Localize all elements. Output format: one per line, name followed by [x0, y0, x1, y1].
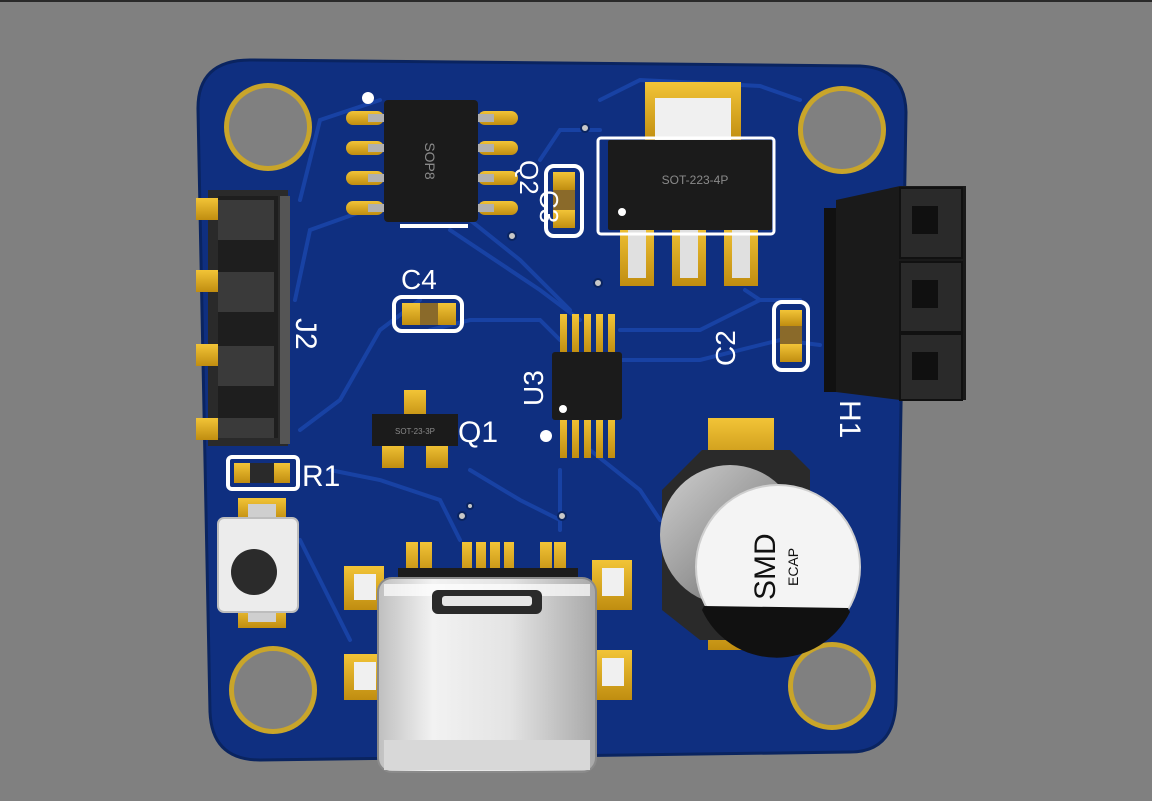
capacitor-c3: C3 Q2 — [514, 160, 584, 238]
r1-label: R1 — [302, 460, 340, 493]
ecap-main-label: SMD — [749, 533, 782, 600]
sot223-label: SOT-223-4P — [662, 173, 729, 187]
q1-label: Q1 — [458, 416, 498, 449]
transistor-q1: SOT-23-3P Q1 — [372, 390, 498, 468]
capacitor-c4: C4 — [392, 264, 464, 333]
mounting-holes — [224, 83, 886, 734]
header-h1: H1 — [824, 186, 966, 438]
sot23-label: SOT-23-3P — [395, 427, 435, 436]
c2-label: C2 — [710, 330, 741, 366]
electrolytic-capacitor: SMD ECAP — [660, 418, 861, 658]
u3-label: U3 — [518, 370, 549, 406]
capacitor-c2: C2 — [710, 300, 810, 372]
q2-label: Q2 — [514, 160, 544, 195]
viewport-top-border — [0, 0, 1152, 2]
sop8-label: SOP8 — [422, 142, 438, 180]
u3-chip: U3 — [518, 314, 622, 458]
tactile-button — [217, 498, 299, 628]
pcb-traces — [293, 77, 822, 642]
j2-label: J2 — [289, 318, 322, 350]
sot223-regulator: SOT-223-4P — [596, 82, 776, 286]
c4-label: C4 — [401, 264, 437, 295]
header-j2: J2 — [196, 190, 322, 446]
resistor-r1: R1 — [226, 455, 340, 493]
c3-label: C3 — [534, 190, 564, 223]
sop8-chip: SOP8 — [346, 92, 518, 228]
usb-c-connector — [344, 542, 632, 773]
h1-label: H1 — [833, 400, 866, 438]
vias — [457, 123, 603, 521]
ecap-sub-label: ECAP — [785, 548, 801, 586]
